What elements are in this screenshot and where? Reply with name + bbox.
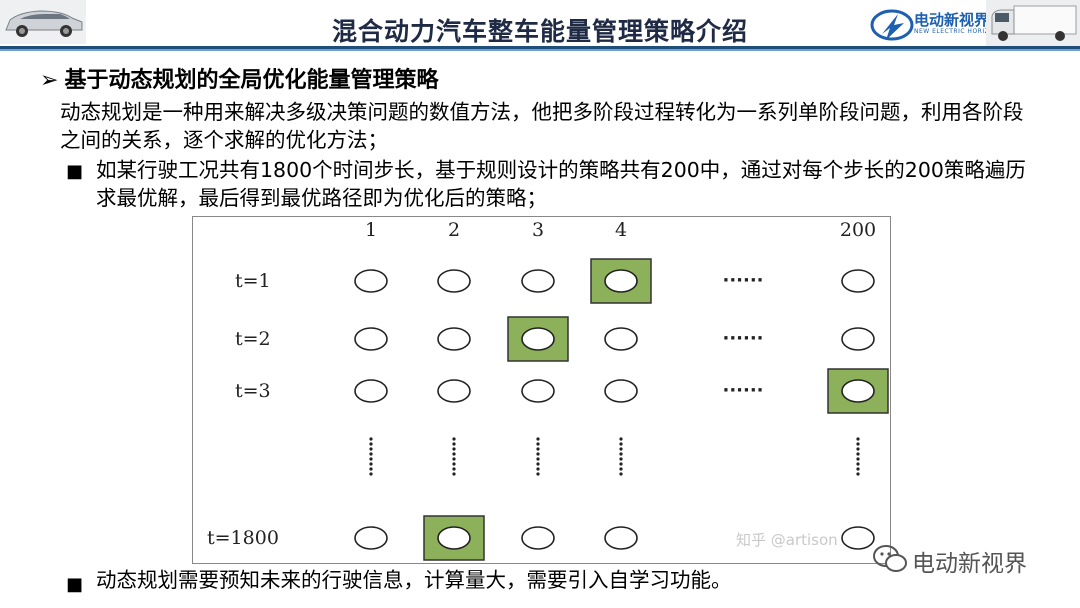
state-node — [841, 526, 875, 550]
state-node — [354, 526, 388, 550]
arrow-bullet-icon: ➢ — [40, 68, 59, 93]
state-node — [604, 526, 638, 550]
vertical-ellipsis-dot — [856, 442, 860, 446]
state-node — [841, 327, 875, 351]
wechat-icon — [873, 545, 907, 572]
state-node — [437, 327, 471, 351]
state-node — [437, 379, 471, 403]
horizontal-ellipsis: ······ — [722, 380, 763, 401]
vertical-ellipsis-dot — [619, 467, 623, 471]
column-header: 3 — [532, 219, 544, 241]
vertical-ellipsis-dot — [856, 462, 860, 466]
row-label: t=3 — [235, 380, 271, 402]
row-label: t=2 — [235, 328, 271, 350]
vertical-ellipsis-dot — [536, 457, 540, 461]
section-heading-text: 基于动态规划的全局优化能量管理策略 — [64, 68, 439, 93]
state-node — [604, 379, 638, 403]
vertical-ellipsis-dot — [619, 442, 623, 446]
logo-name: 电动新视界 — [914, 11, 990, 29]
vertical-ellipsis-dot — [536, 437, 540, 441]
dp-grid-figure: 1 2 3 4 200 t=1 ······ t=2 ······ t=3 ······ t=1800 — [192, 216, 891, 564]
vertical-ellipsis-dot — [452, 442, 456, 446]
column-header: 2 — [448, 219, 460, 241]
horizontal-ellipsis: ······ — [722, 270, 763, 291]
state-node — [354, 269, 388, 293]
vertical-ellipsis-dot — [856, 437, 860, 441]
vertical-ellipsis-dot — [856, 467, 860, 471]
state-node — [437, 269, 471, 293]
dp-grid-svg: 1 2 3 4 200 t=1 ······ t=2 ······ t=3 ······ t=1800 — [207, 219, 889, 561]
bullet-text-2: 动态规划需要预知未来的行驶信息，计算量大，需要引入自学习功能。 — [96, 568, 732, 592]
vertical-ellipsis-dot — [369, 457, 373, 461]
state-node — [521, 327, 555, 351]
state-node — [354, 379, 388, 403]
column-header: 1 — [365, 219, 377, 241]
vertical-ellipsis-dot — [452, 462, 456, 466]
truck-image — [986, 0, 1080, 46]
header-divider — [0, 46, 1080, 52]
vertical-ellipsis-dot — [536, 467, 540, 471]
vertical-ellipsis-dot — [369, 447, 373, 451]
state-node — [437, 526, 471, 550]
vertical-ellipsis-dot — [536, 452, 540, 456]
vertical-ellipsis-dot — [369, 437, 373, 441]
vertical-ellipsis-dot — [619, 472, 623, 476]
vertical-ellipsis-dot — [856, 447, 860, 451]
vertical-ellipsis-dot — [369, 467, 373, 471]
column-header: 4 — [615, 219, 627, 241]
vertical-ellipsis-dot — [619, 452, 623, 456]
vertical-ellipsis-dot — [452, 467, 456, 471]
vertical-ellipsis-dot — [452, 472, 456, 476]
state-node — [841, 269, 875, 293]
vertical-ellipsis-dot — [536, 447, 540, 451]
vertical-ellipsis-dot — [452, 457, 456, 461]
watermark-text: 知乎 @artison — [736, 531, 838, 549]
state-node — [604, 269, 638, 293]
optimal-node-highlight — [507, 316, 569, 362]
vertical-ellipsis-dot — [619, 462, 623, 466]
vertical-ellipsis-dot — [452, 447, 456, 451]
vertical-ellipsis-dot — [536, 462, 540, 466]
vertical-ellipsis-dot — [369, 452, 373, 456]
vertical-ellipsis-dot — [536, 472, 540, 476]
vertical-ellipsis-dot — [452, 452, 456, 456]
vertical-ellipsis-dot — [856, 452, 860, 456]
page-title: 混合动力汽车整车能量管理策略介绍 — [331, 17, 748, 46]
car-image — [0, 0, 86, 44]
section-heading: ➢基于动态规划的全局优化能量管理策略 — [40, 62, 438, 94]
vertical-ellipsis-dot — [619, 447, 623, 451]
row-label: t=1800 — [207, 527, 279, 549]
vertical-ellipsis-dot — [619, 437, 623, 441]
state-node — [521, 269, 555, 293]
state-node — [354, 327, 388, 351]
vertical-ellipsis-dot — [856, 472, 860, 476]
row-label: t=1 — [235, 270, 271, 292]
bullet-text-1: 如某行驶工况共有1800个时间步长，基于规则设计的策略共有200中，通过对每个步… — [96, 158, 1026, 210]
logo-subtitle: NEW ELECTRIC HORIZON — [914, 28, 1000, 35]
vertical-ellipsis-dot — [369, 462, 373, 466]
column-header: 200 — [840, 219, 876, 241]
state-node — [521, 379, 555, 403]
intro-paragraph: 动态规划是一种用来解决多级决策问题的数值方法，他把多阶段过程转化为一系列单阶段问… — [60, 100, 1024, 152]
vertical-ellipsis-dot — [536, 442, 540, 446]
logo-icon — [870, 9, 914, 41]
state-node — [841, 379, 875, 403]
state-node — [604, 327, 638, 351]
state-node — [521, 526, 555, 550]
vertical-ellipsis-dot — [369, 472, 373, 476]
vertical-ellipsis-dot — [619, 457, 623, 461]
horizontal-ellipsis: ······ — [722, 328, 763, 349]
vertical-ellipsis-dot — [452, 437, 456, 441]
square-bullet-icon: ■ — [66, 161, 84, 182]
vertical-ellipsis-dot — [369, 442, 373, 446]
vertical-ellipsis-dot — [856, 457, 860, 461]
wechat-account-name: 电动新视界 — [912, 551, 1027, 577]
square-bullet-icon: ■ — [66, 574, 84, 595]
